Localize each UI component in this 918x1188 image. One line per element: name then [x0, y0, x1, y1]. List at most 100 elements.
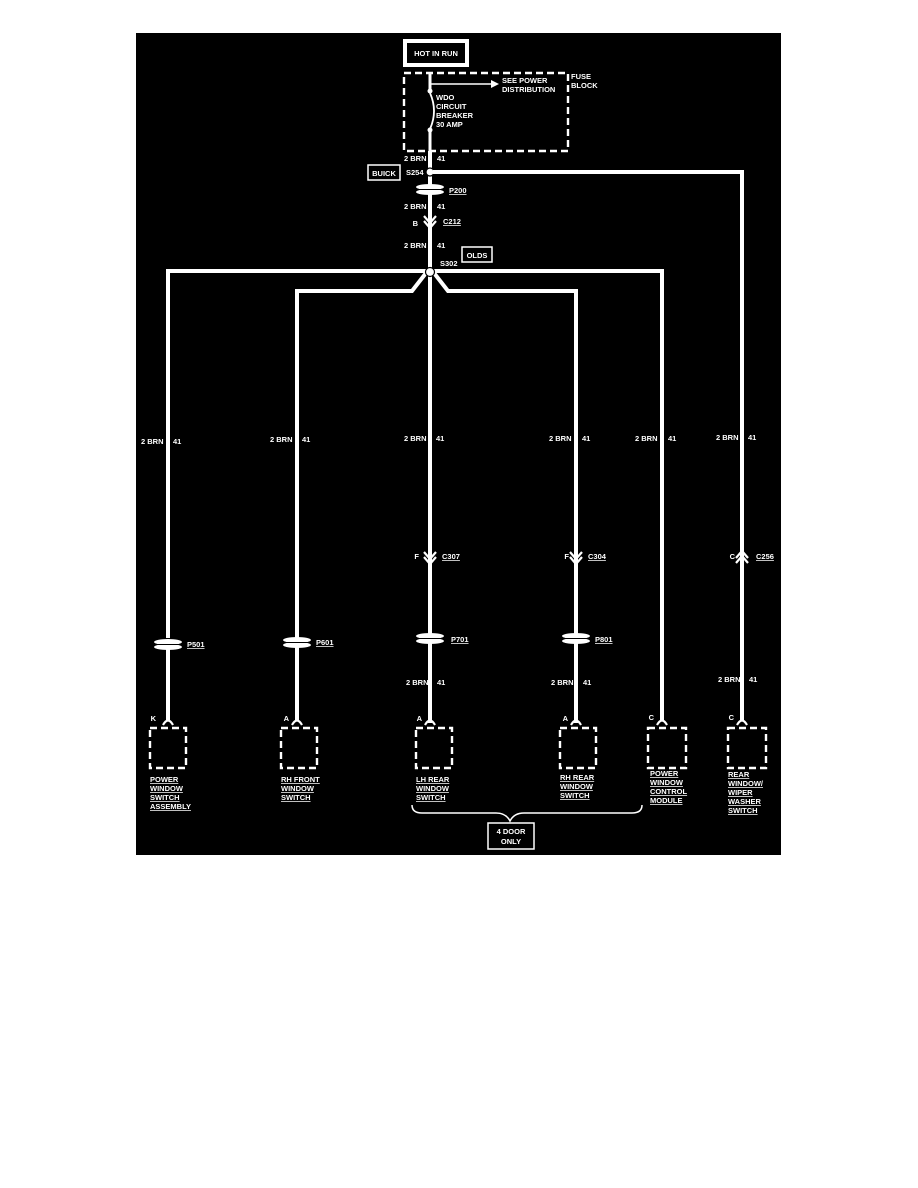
wire-label-gauge: 2 BRN [404, 241, 427, 250]
hot-in-run-label: HOT IN RUN [414, 49, 458, 58]
breaker-label-2: CIRCUIT [436, 102, 467, 111]
component-rh-rear-window-switch: A RH REAR WINDOW SWITCH [558, 714, 598, 800]
wire-label-circuit: 41 [437, 678, 445, 687]
wire-label-gauge: 2 BRN [718, 675, 741, 684]
svg-text:SWITCH: SWITCH [728, 806, 758, 815]
connector-p501-label: P501 [187, 640, 205, 649]
connector-c212 [423, 215, 437, 225]
svg-text:SWITCH: SWITCH [281, 793, 311, 802]
connector-c307-label: C307 [442, 552, 460, 561]
svg-text:A: A [284, 714, 290, 723]
connector-c256-pin: C [730, 552, 736, 561]
wire-label-circuit: 41 [668, 434, 676, 443]
wire-label-gauge: 2 BRN [404, 434, 427, 443]
wire-label-circuit: 41 [173, 437, 181, 446]
svg-text:POWER: POWER [150, 775, 179, 784]
svg-text:WINDOW: WINDOW [650, 778, 684, 787]
four-door-bracket [411, 804, 643, 823]
connector-c307 [423, 551, 437, 561]
wire-label-gauge: 2 BRN [549, 434, 572, 443]
fuse-block-frame [402, 71, 570, 153]
connector-c212-pin: B [413, 219, 419, 228]
svg-text:WINDOW/: WINDOW/ [728, 779, 764, 788]
svg-text:SWITCH: SWITCH [416, 793, 446, 802]
connector-c304-label: C304 [588, 552, 607, 561]
svg-text:SWITCH: SWITCH [560, 791, 590, 800]
connector-p801 [562, 633, 590, 644]
connector-p701-label: P701 [451, 635, 469, 644]
splice-s254-label: S254 [406, 168, 424, 177]
svg-text:WASHER: WASHER [728, 797, 762, 806]
component-rh-front-window-switch: A RH FRONT WINDOW SWITCH [279, 714, 320, 802]
circuit-breaker-icon [429, 92, 435, 130]
splice-s302 [424, 266, 436, 278]
component-lh-rear-window-switch: A LH REAR WINDOW SWITCH [414, 714, 454, 802]
terminal-icon [162, 719, 174, 726]
wire-label-gauge: 2 BRN [141, 437, 164, 446]
svg-text:C: C [649, 713, 655, 722]
connector-p801-label: P801 [595, 635, 613, 644]
wire-label-circuit: 41 [748, 433, 756, 442]
fuse-block-label-1: FUSE [571, 72, 591, 81]
connector-c307-pin: F [414, 552, 419, 561]
connector-p200-label: P200 [449, 186, 467, 195]
fuse-block-label-2: BLOCK [571, 81, 598, 90]
wire-label-circuit: 41 [436, 434, 444, 443]
terminal-icon [570, 719, 582, 726]
breaker-label-1: WDO [436, 93, 454, 102]
svg-text:ASSEMBLY: ASSEMBLY [150, 802, 191, 811]
terminal-icon [656, 719, 668, 726]
four-door-tag-line-2: ONLY [501, 837, 521, 846]
svg-text:C: C [729, 713, 735, 722]
olds-tag [461, 246, 493, 263]
wire-label-gauge: 2 BRN [406, 678, 429, 687]
connector-c304-pin: F [564, 552, 569, 561]
see-power-line-2: DISTRIBUTION [502, 85, 555, 94]
breaker-top-terminal [427, 88, 433, 94]
wire-label-gauge: 2 BRN [404, 202, 427, 211]
connector-c304 [569, 551, 583, 561]
see-power-line-1: SEE POWER [502, 76, 548, 85]
connector-p701 [416, 633, 444, 644]
splice-s302-label: S302 [440, 259, 458, 268]
svg-text:WINDOW: WINDOW [416, 784, 450, 793]
wire-label-gauge: 2 BRN [551, 678, 574, 687]
buick-tag-label: BUICK [372, 169, 396, 178]
olds-tag-label: OLDS [467, 251, 488, 260]
wiring-diagram: HOT IN RUN FUSE BLOCK SEE POWER DISTRIBU… [136, 33, 781, 855]
four-door-tag-line-1: 4 DOOR [497, 827, 526, 836]
svg-text:WINDOW: WINDOW [281, 784, 315, 793]
wire-label-circuit: 41 [437, 154, 445, 163]
wire-label-gauge: 2 BRN [404, 154, 427, 163]
breaker-label-4: 30 AMP [436, 120, 463, 129]
svg-text:REAR: REAR [728, 770, 750, 779]
terminal-icon [424, 719, 436, 726]
svg-text:MODULE: MODULE [650, 796, 683, 805]
svg-text:SWITCH: SWITCH [150, 793, 180, 802]
wire-label-circuit: 41 [749, 675, 757, 684]
connector-c256-label: C256 [756, 552, 774, 561]
svg-text:RH FRONT: RH FRONT [281, 775, 320, 784]
connector-p601-label: P601 [316, 638, 334, 647]
component-power-window-switch-assembly: K POWER WINDOW SWITCH ASSEMBLY [148, 714, 191, 811]
svg-text:LH REAR: LH REAR [416, 775, 450, 784]
connector-c212-label: C212 [443, 217, 461, 226]
connector-p501 [154, 639, 182, 650]
terminal-icon [736, 719, 748, 726]
svg-text:CONTROL: CONTROL [650, 787, 687, 796]
connector-c256 [735, 549, 749, 559]
connector-p601 [283, 637, 311, 648]
breaker-label-3: BREAKER [436, 111, 474, 120]
wire-label-gauge: 2 BRN [635, 434, 658, 443]
splice-s254 [425, 167, 435, 177]
four-door-tag [487, 822, 535, 850]
wire-label-circuit: 41 [437, 202, 445, 211]
wire-label-circuit: 41 [583, 678, 591, 687]
terminal-icon [291, 719, 303, 726]
svg-text:K: K [151, 714, 157, 723]
buick-tag [367, 164, 401, 181]
wire-label-gauge: 2 BRN [716, 433, 739, 442]
wire-label-circuit: 41 [302, 435, 310, 444]
component-rear-window-wiper-washer-switch: C REAR WINDOW/ WIPER WASHER SWITCH [726, 713, 768, 815]
wire-label-circuit: 41 [437, 241, 445, 250]
